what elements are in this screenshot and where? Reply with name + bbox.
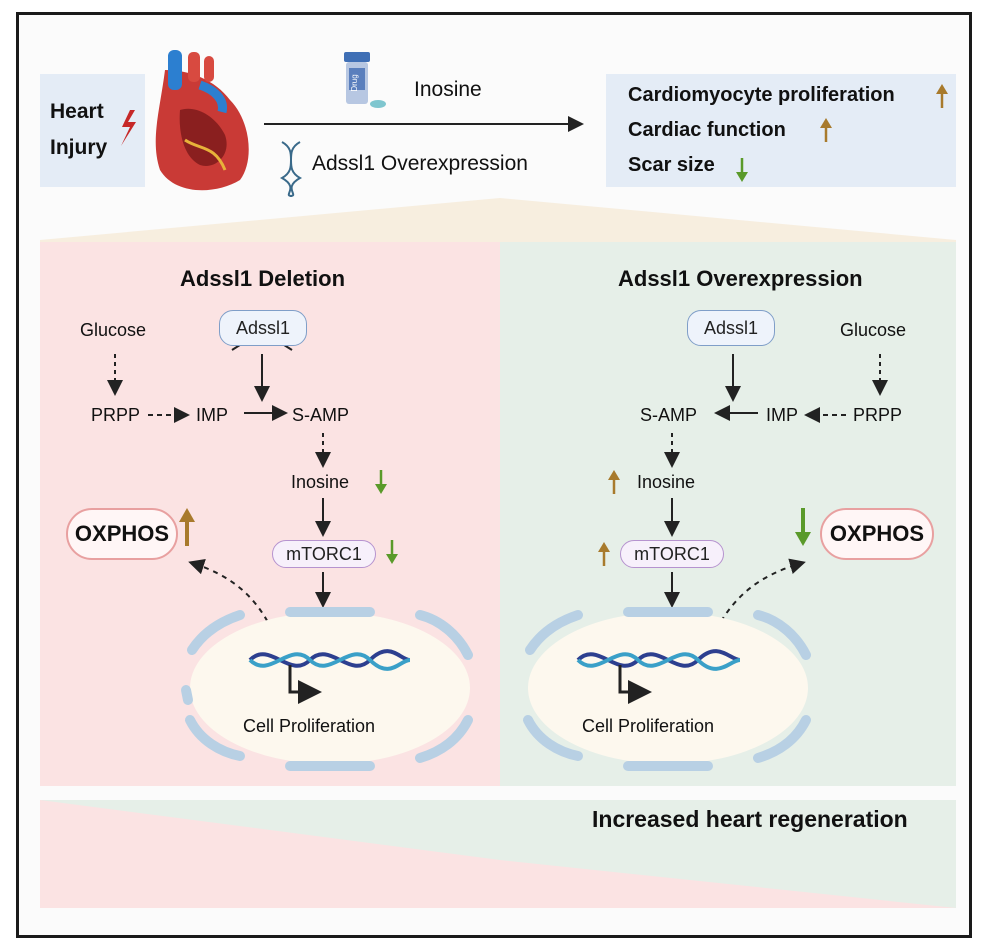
right-dna-helix bbox=[576, 649, 741, 671]
right-prpp: PRPP bbox=[853, 405, 903, 425]
left-panel-title: Adssl1 Deletion bbox=[180, 266, 346, 291]
right-glucose: Glucose bbox=[840, 320, 907, 340]
right-nuclear-envelope bbox=[523, 607, 811, 771]
treatment-overexpression: Adssl1 Overexpression bbox=[312, 152, 528, 175]
drug-label: Drug bbox=[350, 74, 359, 91]
right-transcription-arrow bbox=[618, 665, 652, 704]
right-cell-proliferation: Cell Proliferation bbox=[582, 716, 715, 736]
outcome-up-arrow-2 bbox=[820, 118, 832, 142]
left-adssl1-node: Adssl1 bbox=[219, 310, 307, 346]
conclusion-text: Increased heart regeneration bbox=[592, 806, 908, 832]
treatment-inosine: Inosine bbox=[414, 78, 482, 101]
left-mtorc1-label: mTORC1 bbox=[286, 544, 362, 564]
left-oxphos-mitochondrion: OXPHOS bbox=[66, 508, 178, 560]
right-oxphos-down-arrow bbox=[795, 508, 811, 546]
left-mtorc1-down-arrow bbox=[386, 540, 398, 564]
left-nucleus bbox=[190, 612, 470, 764]
injury-bolt-icon bbox=[121, 110, 136, 146]
injury-label-line1: Heart bbox=[50, 100, 104, 123]
right-adssl1-label: Adssl1 bbox=[703, 318, 759, 338]
left-prpp: PRPP bbox=[91, 405, 141, 425]
left-imp: IMP bbox=[196, 405, 229, 425]
left-glucose: Glucose bbox=[80, 320, 147, 340]
right-samp: S-AMP bbox=[640, 405, 698, 425]
left-oxphos-up-arrow bbox=[179, 508, 195, 546]
left-transcription-arrow bbox=[288, 665, 322, 704]
outcome-down-arrow bbox=[736, 158, 748, 182]
right-mtorc1-up-arrow bbox=[598, 542, 610, 566]
left-mtorc1-node: mTORC1 bbox=[272, 540, 376, 568]
right-mtorc1-node: mTORC1 bbox=[620, 540, 724, 568]
heart-injury-box bbox=[40, 74, 145, 187]
right-inosine-up-arrow bbox=[608, 470, 620, 494]
outcome-up-arrow-1 bbox=[936, 84, 948, 108]
zoom-connector bbox=[40, 198, 956, 242]
left-inosine-down-arrow bbox=[375, 470, 387, 494]
right-adssl1-node: Adssl1 bbox=[687, 310, 775, 346]
left-dna-helix bbox=[248, 649, 411, 671]
heart-illustration bbox=[155, 50, 249, 191]
drug-bottle-icon bbox=[344, 52, 386, 108]
outcome-scar-size: Scar size bbox=[628, 154, 715, 176]
right-imp: IMP bbox=[766, 405, 799, 425]
dna-icon bbox=[279, 141, 303, 197]
right-inosine: Inosine bbox=[637, 472, 696, 492]
right-oxphos-label: OXPHOS bbox=[829, 521, 925, 546]
outcome-proliferation: Cardiomyocyte proliferation bbox=[628, 84, 895, 106]
outcomes-box bbox=[606, 74, 956, 187]
outcome-cardiac-function: Cardiac function bbox=[628, 119, 786, 141]
right-panel-title: Adssl1 Overexpression bbox=[618, 266, 863, 291]
left-cell-proliferation: Cell Proliferation bbox=[243, 716, 376, 736]
right-mtorc1-label: mTORC1 bbox=[634, 544, 710, 564]
right-nucleus bbox=[528, 612, 808, 764]
injury-label-line2: Injury bbox=[50, 136, 108, 159]
left-nuclear-envelope bbox=[181, 607, 473, 771]
left-adssl1-label: Adssl1 bbox=[235, 318, 291, 338]
bottom-band-pink bbox=[40, 800, 956, 908]
left-oxphos-label: OXPHOS bbox=[74, 521, 170, 546]
left-samp: S-AMP bbox=[292, 405, 350, 425]
left-inosine: Inosine bbox=[291, 472, 350, 492]
right-oxphos-mitochondrion: OXPHOS bbox=[820, 508, 934, 560]
